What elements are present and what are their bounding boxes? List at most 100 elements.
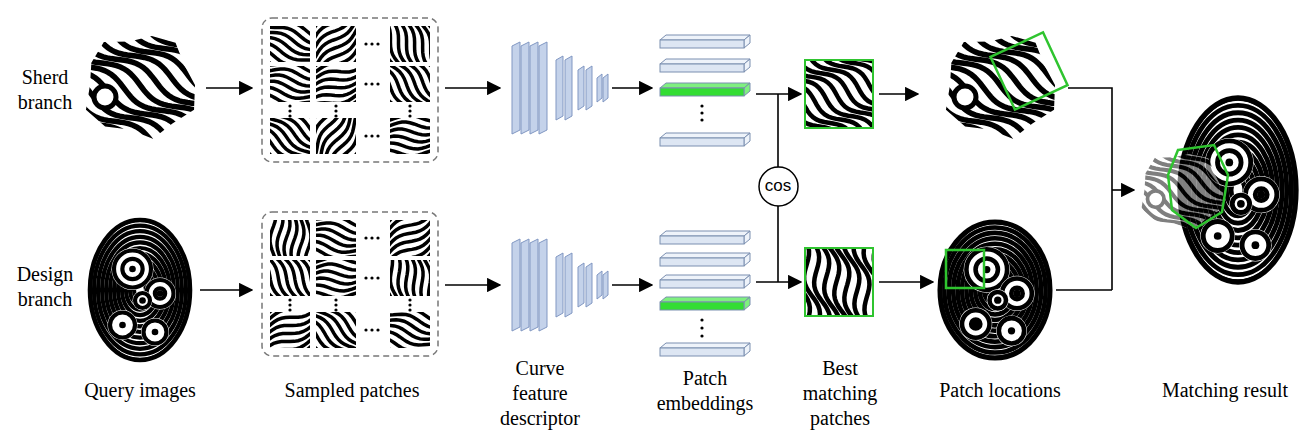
sampled-patch bbox=[316, 66, 356, 102]
ridge-line bbox=[1112, 204, 1200, 260]
embedding-side bbox=[744, 35, 750, 48]
ridge-line bbox=[390, 150, 430, 154]
ellipsis-dot bbox=[334, 114, 337, 117]
circle-shape bbox=[759, 167, 798, 206]
ridge-group bbox=[270, 26, 310, 62]
flow-arrow bbox=[879, 281, 933, 283]
cnn-layer bbox=[521, 239, 529, 331]
ridge-line bbox=[316, 118, 351, 154]
sherd-fragment bbox=[1112, 119, 1249, 261]
ellipsis-dot bbox=[370, 236, 373, 239]
design-ring bbox=[102, 237, 178, 343]
ridge-line bbox=[393, 240, 430, 256]
swirl-ring bbox=[1011, 288, 1022, 299]
embedding-bar bbox=[660, 88, 744, 96]
ridge-group bbox=[270, 260, 310, 296]
embedding-top bbox=[660, 133, 750, 138]
ridge-line bbox=[291, 220, 297, 256]
ellipsis-dot bbox=[408, 104, 411, 107]
ridge-line bbox=[390, 26, 395, 62]
swirl-ground bbox=[108, 310, 138, 340]
swirl-ring bbox=[971, 319, 980, 328]
ellipsis-dot bbox=[376, 134, 379, 137]
sherd-ring bbox=[94, 86, 116, 108]
swirl-dot bbox=[139, 297, 146, 304]
ridge-line bbox=[316, 264, 356, 270]
ridge-group bbox=[316, 312, 356, 348]
ridge-line bbox=[805, 248, 816, 316]
design-ring bbox=[944, 227, 1045, 352]
design-ring bbox=[940, 222, 1050, 358]
swirl-ground bbox=[996, 315, 1027, 346]
ellipsis-dot bbox=[288, 308, 291, 311]
sampled-patch bbox=[316, 118, 356, 154]
ellipsis-dot bbox=[408, 114, 411, 117]
ellipsis-dot bbox=[376, 236, 379, 239]
swirl-ground bbox=[1200, 219, 1235, 254]
swirl-ring bbox=[122, 259, 142, 279]
ridge-line bbox=[929, 66, 1049, 142]
ridge-line bbox=[805, 99, 858, 128]
caption-label: Sampled patches bbox=[267, 378, 437, 403]
ellipsis-dot bbox=[376, 82, 379, 85]
node-text: cos bbox=[765, 176, 791, 196]
caption-label: Query images bbox=[60, 378, 220, 403]
embedding-side bbox=[744, 297, 750, 310]
ridge-line bbox=[1141, 154, 1229, 210]
swirl-ground bbox=[959, 308, 992, 341]
design-ring bbox=[94, 226, 186, 355]
sampled-patch bbox=[270, 66, 310, 102]
embedding-bar bbox=[660, 348, 744, 356]
sampled-patch bbox=[390, 312, 430, 348]
swirl-ring bbox=[976, 258, 998, 280]
design-ring bbox=[98, 231, 182, 349]
ridge-line bbox=[270, 260, 294, 296]
embedding-side bbox=[744, 275, 750, 288]
design-ground bbox=[940, 222, 1050, 358]
ridge-line bbox=[270, 129, 308, 154]
embedding-bar bbox=[660, 236, 744, 244]
embedding-top bbox=[660, 59, 750, 64]
sampled-patch bbox=[270, 220, 310, 256]
flow-arrow bbox=[445, 87, 500, 89]
swirl-dot bbox=[994, 297, 1001, 304]
ridge-group bbox=[47, 0, 233, 180]
embedding-side bbox=[744, 133, 750, 146]
ridge-line bbox=[390, 143, 430, 149]
cnn-layer bbox=[512, 42, 520, 134]
ridge-group bbox=[390, 220, 430, 256]
ridge-line bbox=[390, 129, 430, 135]
embedding-top bbox=[660, 275, 750, 280]
flow-arrow bbox=[1112, 189, 1134, 191]
swirl-ring bbox=[1232, 195, 1249, 212]
ellipsis-dot bbox=[700, 326, 703, 329]
ellipsis-dot bbox=[700, 334, 703, 337]
embedding-top bbox=[660, 231, 750, 236]
ridge-group bbox=[270, 220, 310, 256]
ellipsis-dot bbox=[370, 134, 373, 137]
design-outline bbox=[940, 222, 1050, 358]
best-frame bbox=[805, 248, 873, 316]
ridge-line bbox=[316, 292, 356, 296]
flow-arrow bbox=[200, 289, 252, 291]
ridge-line bbox=[270, 53, 310, 62]
swirl-ground bbox=[1239, 229, 1271, 261]
sherd-ring bbox=[954, 86, 976, 108]
embedding-side bbox=[744, 343, 750, 356]
caption-label: Best matching patches bbox=[792, 356, 888, 431]
cnn-layer bbox=[578, 263, 584, 307]
ellipsis-dot bbox=[408, 308, 411, 311]
cnn-layer bbox=[603, 74, 608, 102]
swirl-dot bbox=[1257, 191, 1265, 199]
swirl-ground bbox=[133, 291, 153, 311]
swirl-dot bbox=[1013, 290, 1020, 297]
ridge-group bbox=[390, 118, 430, 154]
ellipsis-dot bbox=[334, 308, 337, 311]
similarity-line bbox=[777, 94, 779, 168]
ridge-line bbox=[270, 92, 310, 102]
ridge-line bbox=[325, 40, 356, 62]
embedding-top bbox=[660, 343, 750, 348]
ridge-line bbox=[316, 96, 356, 102]
ridge-line bbox=[390, 136, 430, 142]
